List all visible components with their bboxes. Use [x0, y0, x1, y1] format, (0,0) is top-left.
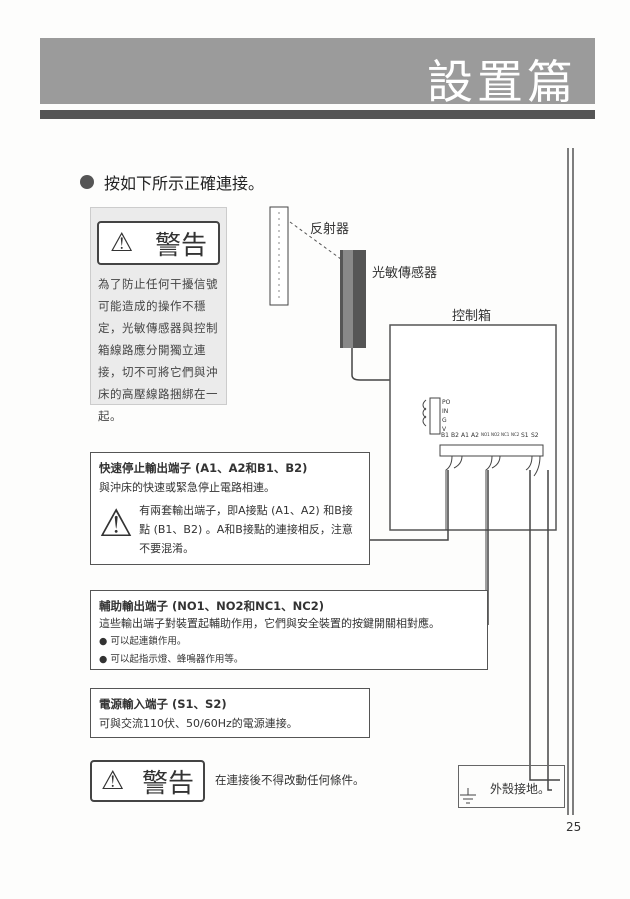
- warning-text: 在連接後不得改動任何條件。: [215, 773, 365, 787]
- control-box: [389, 324, 557, 531]
- warning-box: ⚠ 警告 為了防止任何干擾信號可能造成的操作不穩定，光敏傳感器與控制箱線路應分開獨…: [90, 207, 227, 423]
- terminal-label: NO1: [481, 432, 490, 437]
- section-title: 設置篇: [427, 55, 577, 109]
- ground-label: 外殼接地。: [490, 782, 551, 796]
- terminal-label: A1: [461, 432, 469, 439]
- terminal-g: G: [442, 417, 447, 424]
- warning-triangle-icon: ⚠: [109, 228, 134, 258]
- terminal-in: IN: [442, 408, 449, 415]
- page-number: 25: [566, 820, 582, 834]
- sensor-label: 光敏傳感器: [372, 266, 438, 281]
- terminal-label: NC1: [501, 432, 510, 437]
- warning-badge-2: ⚠ 警告: [90, 760, 205, 802]
- bullet-item: ● 可以起連鎖作用。: [99, 636, 187, 647]
- emergency-stop-output-box: 快速停止輸出端子 (A1、A2和B1、B2) 與沖床的快速或緊急停止電路相連。 …: [90, 452, 370, 565]
- auxiliary-output-box: 輔助輸出端子 (NO1、NO2和NC1、NC2) 這些輸出端子對裝置起輔助作用，…: [90, 590, 488, 670]
- box-title: 輔助輸出端子 (NO1、NO2和NC1、NC2): [99, 599, 324, 613]
- box-note: 有兩套輸出端子，即A接點 (A1、A2) 和B接點 (B1、B2) 。A和B接點…: [139, 504, 353, 555]
- terminal-label: B2: [451, 432, 459, 439]
- heading-text: 按如下所示正確連接。: [104, 174, 265, 193]
- terminal-label: NC2: [511, 432, 520, 437]
- bullet-text: 可以起指示燈、蜂鳴器作用等。: [110, 654, 244, 665]
- reflector-label: 反射器: [310, 222, 350, 237]
- warning-label: 警告: [155, 230, 208, 261]
- power-input-box: 電源輸入端子 (S1、S2) 可與交流110伏、50/60Hz的電源連接。: [90, 688, 370, 738]
- terminal-label: S1: [521, 432, 529, 439]
- bullet-text: 可以起連鎖作用。: [110, 636, 187, 647]
- terminal-label: NO2: [491, 432, 500, 437]
- terminal-label: B1: [441, 432, 449, 439]
- ground-box: [458, 765, 565, 808]
- bullet-item: ● 可以起指示燈、蜂鳴器作用等。: [99, 654, 244, 665]
- section-header: 設置篇: [40, 38, 595, 109]
- control-box-label: 控制箱: [452, 309, 492, 324]
- terminal-label: A2: [471, 432, 479, 439]
- warning-triangle-icon: ⚠: [100, 766, 125, 796]
- output-terminal-labels: B1 B2 A1 A2 NO1 NO2 NC1 NC2 S1 S2: [441, 432, 541, 439]
- caution-triangle-icon: ⚠: [99, 501, 134, 545]
- box-description: 可與交流110伏、50/60Hz的電源連接。: [99, 717, 298, 730]
- sensor-terminal-labels: PO IN G V: [442, 398, 450, 434]
- sensor-icon: [340, 250, 366, 348]
- ground-icon: [460, 788, 476, 804]
- bullet-icon: [80, 175, 94, 189]
- terminal-label: S2: [531, 432, 539, 439]
- warning-text: 為了防止任何干擾信號可能造成的操作不穩定，光敏傳感器與控制箱線路應分開獨立連接，…: [98, 277, 218, 423]
- instruction-heading: 按如下所示正確連接。: [80, 170, 264, 194]
- box-description: 與沖床的快速或緊急停止電路相連。: [99, 481, 275, 494]
- reflector-icon: [269, 206, 289, 306]
- header-rule: [40, 110, 595, 119]
- warning-badge: ⚠ 警告: [97, 221, 220, 265]
- warning-label: 警告: [142, 768, 195, 799]
- terminal-v: V: [442, 426, 447, 433]
- box-title: 電源輸入端子 (S1、S2): [99, 697, 227, 711]
- box-title: 快速停止輸出端子 (A1、A2和B1、B2): [99, 461, 308, 475]
- terminal-po: PO: [442, 399, 451, 406]
- box-description: 這些輸出端子對裝置起輔助作用，它們與安全裝置的按鍵開關相對應。: [99, 617, 440, 630]
